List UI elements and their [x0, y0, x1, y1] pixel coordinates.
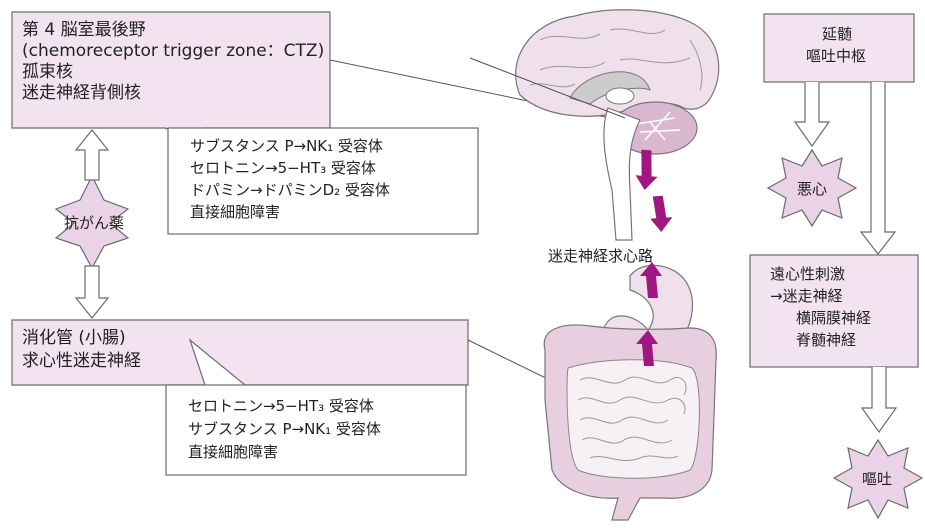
- brain-box-line-4: 迷走神経背側核: [22, 83, 141, 104]
- gut-receptor-line-1: セロトニン→5−HT₃ 受容体: [188, 396, 374, 416]
- efferent-line-1: 遠心性刺激: [770, 264, 845, 284]
- arrow-to-efferent-box: [861, 82, 895, 254]
- brain-receptor-line-2: セロトニン→5−HT₃ 受容体: [190, 158, 376, 178]
- vagal-path-label: 迷走神経求心路: [548, 246, 653, 266]
- gut-box-line-2: 求心性迷走神経: [22, 351, 141, 372]
- arrow-to-vomiting: [862, 367, 896, 432]
- efferent-line-2: →迷走神経: [770, 286, 843, 306]
- arrow-to-nausea: [795, 82, 829, 146]
- vomiting-label: 嘔吐: [862, 469, 892, 489]
- brain-receptor-line-3: ドパミン→ドパミンD₂ 受容体: [190, 180, 390, 200]
- efferent-line-4: 脊髄神経: [796, 330, 856, 350]
- medulla-line-2: 嘔吐中枢: [806, 46, 866, 66]
- arrow-to-gut-box: [76, 266, 108, 318]
- gut-receptor-line-3: 直接細胞障害: [188, 442, 278, 462]
- anticancer-drug-label: 抗がん薬: [64, 213, 124, 233]
- medulla-line-1: 延髄: [822, 24, 852, 44]
- brain-receptor-line-4: 直接細胞障害: [190, 202, 280, 222]
- brain-illustration: [470, 10, 719, 240]
- brain-box-line-3: 孤束核: [22, 62, 73, 83]
- nausea-label: 悪心: [797, 179, 827, 199]
- brain-box-line-2: (chemoreceptor trigger zone：CTZ): [22, 41, 324, 62]
- brain-box-line-1: 第 4 脳室最後野: [22, 20, 146, 41]
- efferent-line-3: 横隔膜神経: [796, 308, 871, 328]
- gut-receptor-line-2: サブスタンス P→NK₁ 受容体: [188, 419, 381, 439]
- gut-illustration: [544, 265, 716, 520]
- gut-box-line-1: 消化管 (小腸): [22, 328, 126, 349]
- arrow-to-brain-box: [76, 130, 108, 180]
- brain-receptor-line-1: サブスタンス P→NK₁ 受容体: [190, 136, 383, 156]
